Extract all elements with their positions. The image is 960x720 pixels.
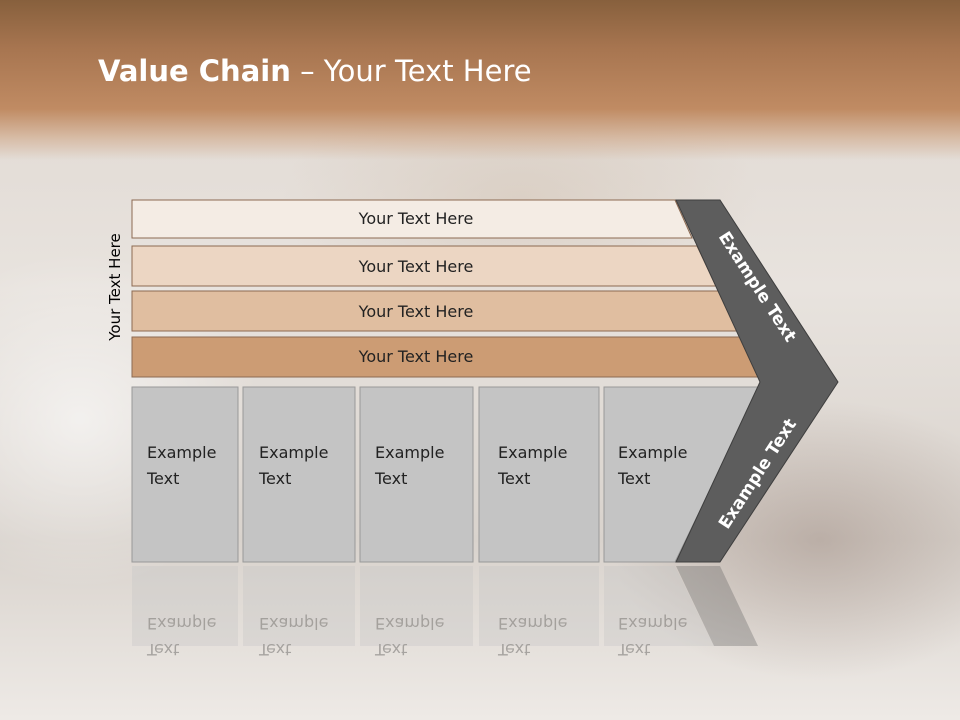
primary-activity-2[interactable]: Example Text <box>242 386 356 563</box>
reflection-text: Text <box>374 640 407 659</box>
primary-activity-5[interactable]: Example Text <box>603 386 761 563</box>
reflection-text: Text <box>617 640 650 659</box>
primary-activity-line2: Text <box>146 469 179 488</box>
primary-activity-line2: Text <box>497 469 530 488</box>
primary-activity-4[interactable]: Example Text <box>478 386 600 563</box>
primary-activity-3[interactable]: Example Text <box>359 386 474 563</box>
support-activity-4[interactable]: Your Text Here <box>131 336 766 378</box>
primary-activity-line1: Example <box>618 443 687 462</box>
primary-activity-line1: Example <box>147 443 216 462</box>
title-rest: – Your Text Here <box>290 54 532 88</box>
support-activity-2[interactable]: Your Text Here <box>131 245 717 287</box>
primary-activity-line2: Text <box>258 469 291 488</box>
primary-activity-1[interactable]: Example Text <box>131 386 239 563</box>
primary-activity-line1: Example <box>375 443 444 462</box>
reflection-text: Example <box>618 614 687 633</box>
reflection-text: Example <box>375 614 444 633</box>
header-band <box>0 0 960 160</box>
reflection-text: Example <box>147 614 216 633</box>
primary-activity-line2: Text <box>374 469 407 488</box>
reflection-text: Text <box>497 640 530 659</box>
support-activity-label: Your Text Here <box>358 302 474 321</box>
reflection-text: Example <box>498 614 567 633</box>
support-activity-3[interactable]: Your Text Here <box>131 290 741 332</box>
support-activity-1[interactable]: Your Text Here <box>131 199 693 239</box>
reflection-text: Text <box>258 640 291 659</box>
support-activity-label: Your Text Here <box>358 347 474 366</box>
reflection-text: Example <box>259 614 328 633</box>
reflection: Text Text Text Text Text Example Example… <box>132 566 758 659</box>
reflection-text: Text <box>146 640 179 659</box>
primary-activity-line1: Example <box>498 443 567 462</box>
primary-activity-line2: Text <box>617 469 650 488</box>
title-bold: Value Chain <box>98 54 291 88</box>
support-activity-label: Your Text Here <box>358 209 474 228</box>
primary-activity-line1: Example <box>259 443 328 462</box>
slide-title: Value Chain – Your Text Here <box>98 54 532 88</box>
support-activity-label: Your Text Here <box>358 257 474 276</box>
